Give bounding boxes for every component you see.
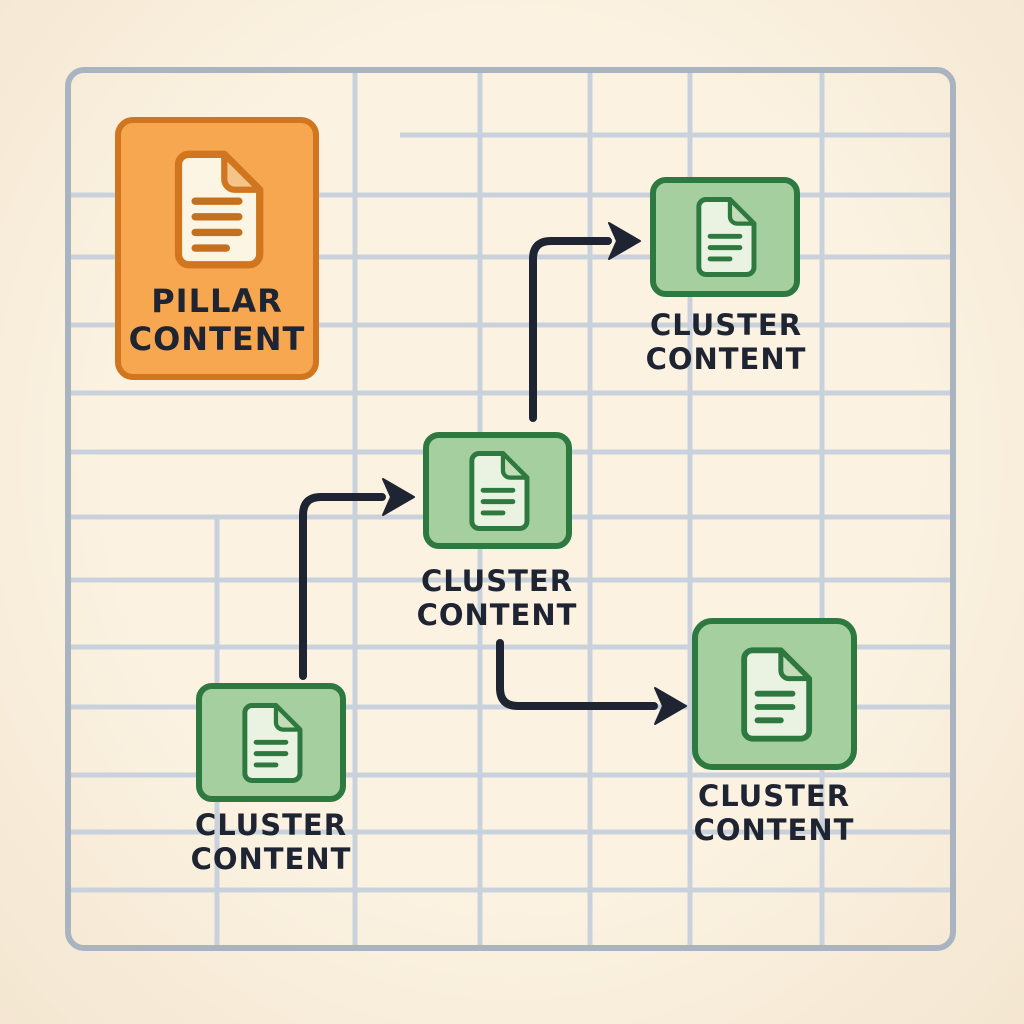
document-icon xyxy=(242,702,303,783)
cluster-content-node-top-right xyxy=(650,177,800,297)
cluster-content-label-top-right: CLUSTER CONTENT xyxy=(645,308,807,376)
edge-center-to-top-right xyxy=(529,222,641,422)
cluster-content-label-center: CLUSTER CONTENT xyxy=(416,564,578,632)
cluster-content-label-bottom-right: CLUSTER CONTENT xyxy=(693,779,855,847)
document-icon xyxy=(174,150,264,269)
pillar-content-label: PILLAR CONTENT xyxy=(128,282,306,358)
document-icon xyxy=(740,646,812,742)
edge-center-to-bottom-right xyxy=(496,639,687,725)
document-icon xyxy=(468,450,529,531)
cluster-content-node-center xyxy=(423,432,572,549)
pillar-content-node: PILLAR CONTENT xyxy=(115,117,319,380)
cluster-content-node-bottom-right xyxy=(692,618,857,770)
cluster-content-node-bottom-left xyxy=(196,683,346,802)
document-icon xyxy=(696,197,757,277)
edge-bottom-left-to-center xyxy=(299,478,415,680)
cluster-content-label-bottom-left: CLUSTER CONTENT xyxy=(190,808,352,876)
